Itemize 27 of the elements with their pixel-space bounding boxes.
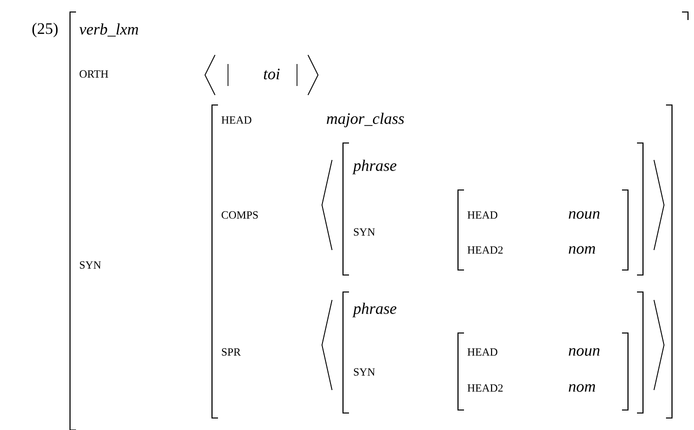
feature-label: HEAD2 xyxy=(468,246,503,254)
attribute-matrix xyxy=(211,104,673,419)
feature-label: SYN xyxy=(354,368,375,376)
example-number: (25) xyxy=(32,22,58,38)
feature-label: COMPS xyxy=(222,211,258,219)
feature-label: HEAD xyxy=(468,348,498,356)
feature-label: SPR xyxy=(222,348,241,356)
feature-label: HEAD2 xyxy=(468,384,503,392)
type-label: verb_lxm xyxy=(79,23,138,37)
type-label: phrase xyxy=(352,160,396,174)
attribute-matrix xyxy=(457,189,629,271)
feature-label: ORTH xyxy=(80,70,108,78)
feature-label: HEAD xyxy=(468,211,498,219)
attribute-matrix xyxy=(69,11,689,430)
feature-label: SYN xyxy=(354,228,375,236)
feature-label: HEAD xyxy=(222,116,252,124)
value-text: nom xyxy=(568,246,596,254)
feature-label: SYN xyxy=(80,261,101,269)
value-text: noun xyxy=(568,348,600,356)
attribute-matrix xyxy=(342,142,644,276)
value-text: major_class xyxy=(326,112,404,128)
value-text: toi xyxy=(264,68,280,80)
value-text: nom xyxy=(568,384,596,392)
type-label: phrase xyxy=(352,302,396,318)
attribute-matrix xyxy=(457,332,629,411)
value-text: noun xyxy=(568,211,600,219)
attribute-matrix xyxy=(342,291,644,414)
